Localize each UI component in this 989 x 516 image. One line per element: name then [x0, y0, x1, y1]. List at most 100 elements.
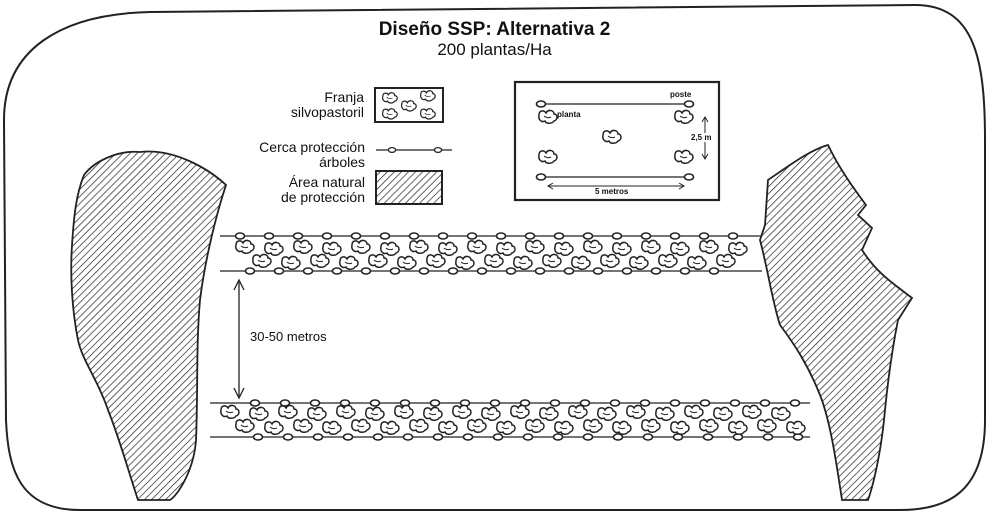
tree-plant [496, 420, 516, 435]
tree-plant [235, 239, 255, 254]
tree-plant [771, 406, 791, 421]
tree-plant [293, 239, 313, 254]
tree-plant [394, 404, 414, 419]
tree-plant [757, 418, 777, 433]
fence-post [282, 433, 294, 441]
fence-post [679, 267, 691, 275]
tree-plant [510, 404, 530, 419]
tree-plant [496, 241, 516, 256]
tree-plant [600, 253, 620, 268]
spacing-label: 30-50 metros [250, 329, 327, 344]
tree-plant [583, 239, 603, 254]
tree-plant [252, 253, 272, 268]
tree-plant [670, 241, 690, 256]
inset-width-label: 2,5 m [690, 133, 713, 142]
tree-plant [554, 420, 574, 435]
fence-post [462, 433, 474, 441]
fence-post [321, 232, 333, 240]
inset-plant-label: planta [557, 110, 581, 119]
legend-fence-label: Cerca protección árboles [259, 139, 365, 170]
diagram-subtitle: 200 plantas/Ha [437, 40, 552, 59]
tree-plant [525, 418, 545, 433]
tree-plant [426, 253, 446, 268]
fence-post [312, 433, 324, 441]
inset-layout [513, 80, 721, 202]
tree-plant [571, 255, 591, 270]
tree-plant [742, 404, 762, 419]
fence-post [252, 433, 264, 441]
fence-post [698, 232, 710, 240]
fence-post [402, 433, 414, 441]
tree-plant [339, 255, 359, 270]
fence-post [476, 267, 488, 275]
fence-post [552, 433, 564, 441]
fence-post [331, 267, 343, 275]
tree-plant [220, 404, 240, 419]
fence-post [582, 232, 594, 240]
tree-plant [467, 418, 487, 433]
fence-post [249, 399, 261, 407]
fence-post [699, 399, 711, 407]
fence-post [447, 267, 459, 275]
tree-plant [278, 404, 298, 419]
fence-post [669, 399, 681, 407]
tree-plant [467, 239, 487, 254]
fence-post [708, 267, 720, 275]
fence-post [762, 433, 774, 441]
fence-post [273, 267, 285, 275]
tree-plant [728, 420, 748, 435]
fence-post [350, 232, 362, 240]
fence-post [263, 232, 275, 240]
fence-post [372, 433, 384, 441]
tree-plant [525, 239, 545, 254]
fence-post [621, 267, 633, 275]
fence-post [408, 232, 420, 240]
fence-post [309, 399, 321, 407]
tree-plant [455, 255, 475, 270]
fence-post [524, 232, 536, 240]
fence-post [418, 267, 430, 275]
fence-post [650, 267, 662, 275]
tree-plant [583, 418, 603, 433]
tree-plant [713, 406, 733, 421]
fence-post [244, 267, 256, 275]
fence-post [642, 433, 654, 441]
fence-post [592, 267, 604, 275]
strip-lower [210, 399, 810, 441]
tree-plant [380, 420, 400, 435]
tree-plant [641, 239, 661, 254]
fence-post [379, 232, 391, 240]
tree-plant [699, 418, 719, 433]
tree-plant [336, 404, 356, 419]
tree-plant [368, 253, 388, 268]
tree-plant [423, 406, 443, 421]
tree-plant [513, 255, 533, 270]
fence-post [534, 267, 546, 275]
fence-post [234, 232, 246, 240]
fence-post [609, 399, 621, 407]
tree-plant [626, 404, 646, 419]
natural-area-right [759, 143, 914, 501]
tree-plant [484, 253, 504, 268]
fence-post [563, 267, 575, 275]
inset-length-label: 5 metros [595, 187, 629, 196]
fence-post [639, 399, 651, 407]
fence-post [702, 433, 714, 441]
tree-plant [438, 241, 458, 256]
tree-plant [597, 406, 617, 421]
fence-post [789, 399, 801, 407]
outer-frame [2, 3, 986, 511]
tree-plant [612, 420, 632, 435]
tree-plant [310, 253, 330, 268]
tree-plant [612, 241, 632, 256]
tree-plant [380, 241, 400, 256]
tree-plant [264, 241, 284, 256]
fence-post [729, 399, 741, 407]
inset-post-label: poste [670, 90, 692, 99]
tree-plant [438, 420, 458, 435]
tree-plant [641, 418, 661, 433]
fence-post [549, 399, 561, 407]
fence-post [505, 267, 517, 275]
tree-plant [728, 241, 748, 256]
